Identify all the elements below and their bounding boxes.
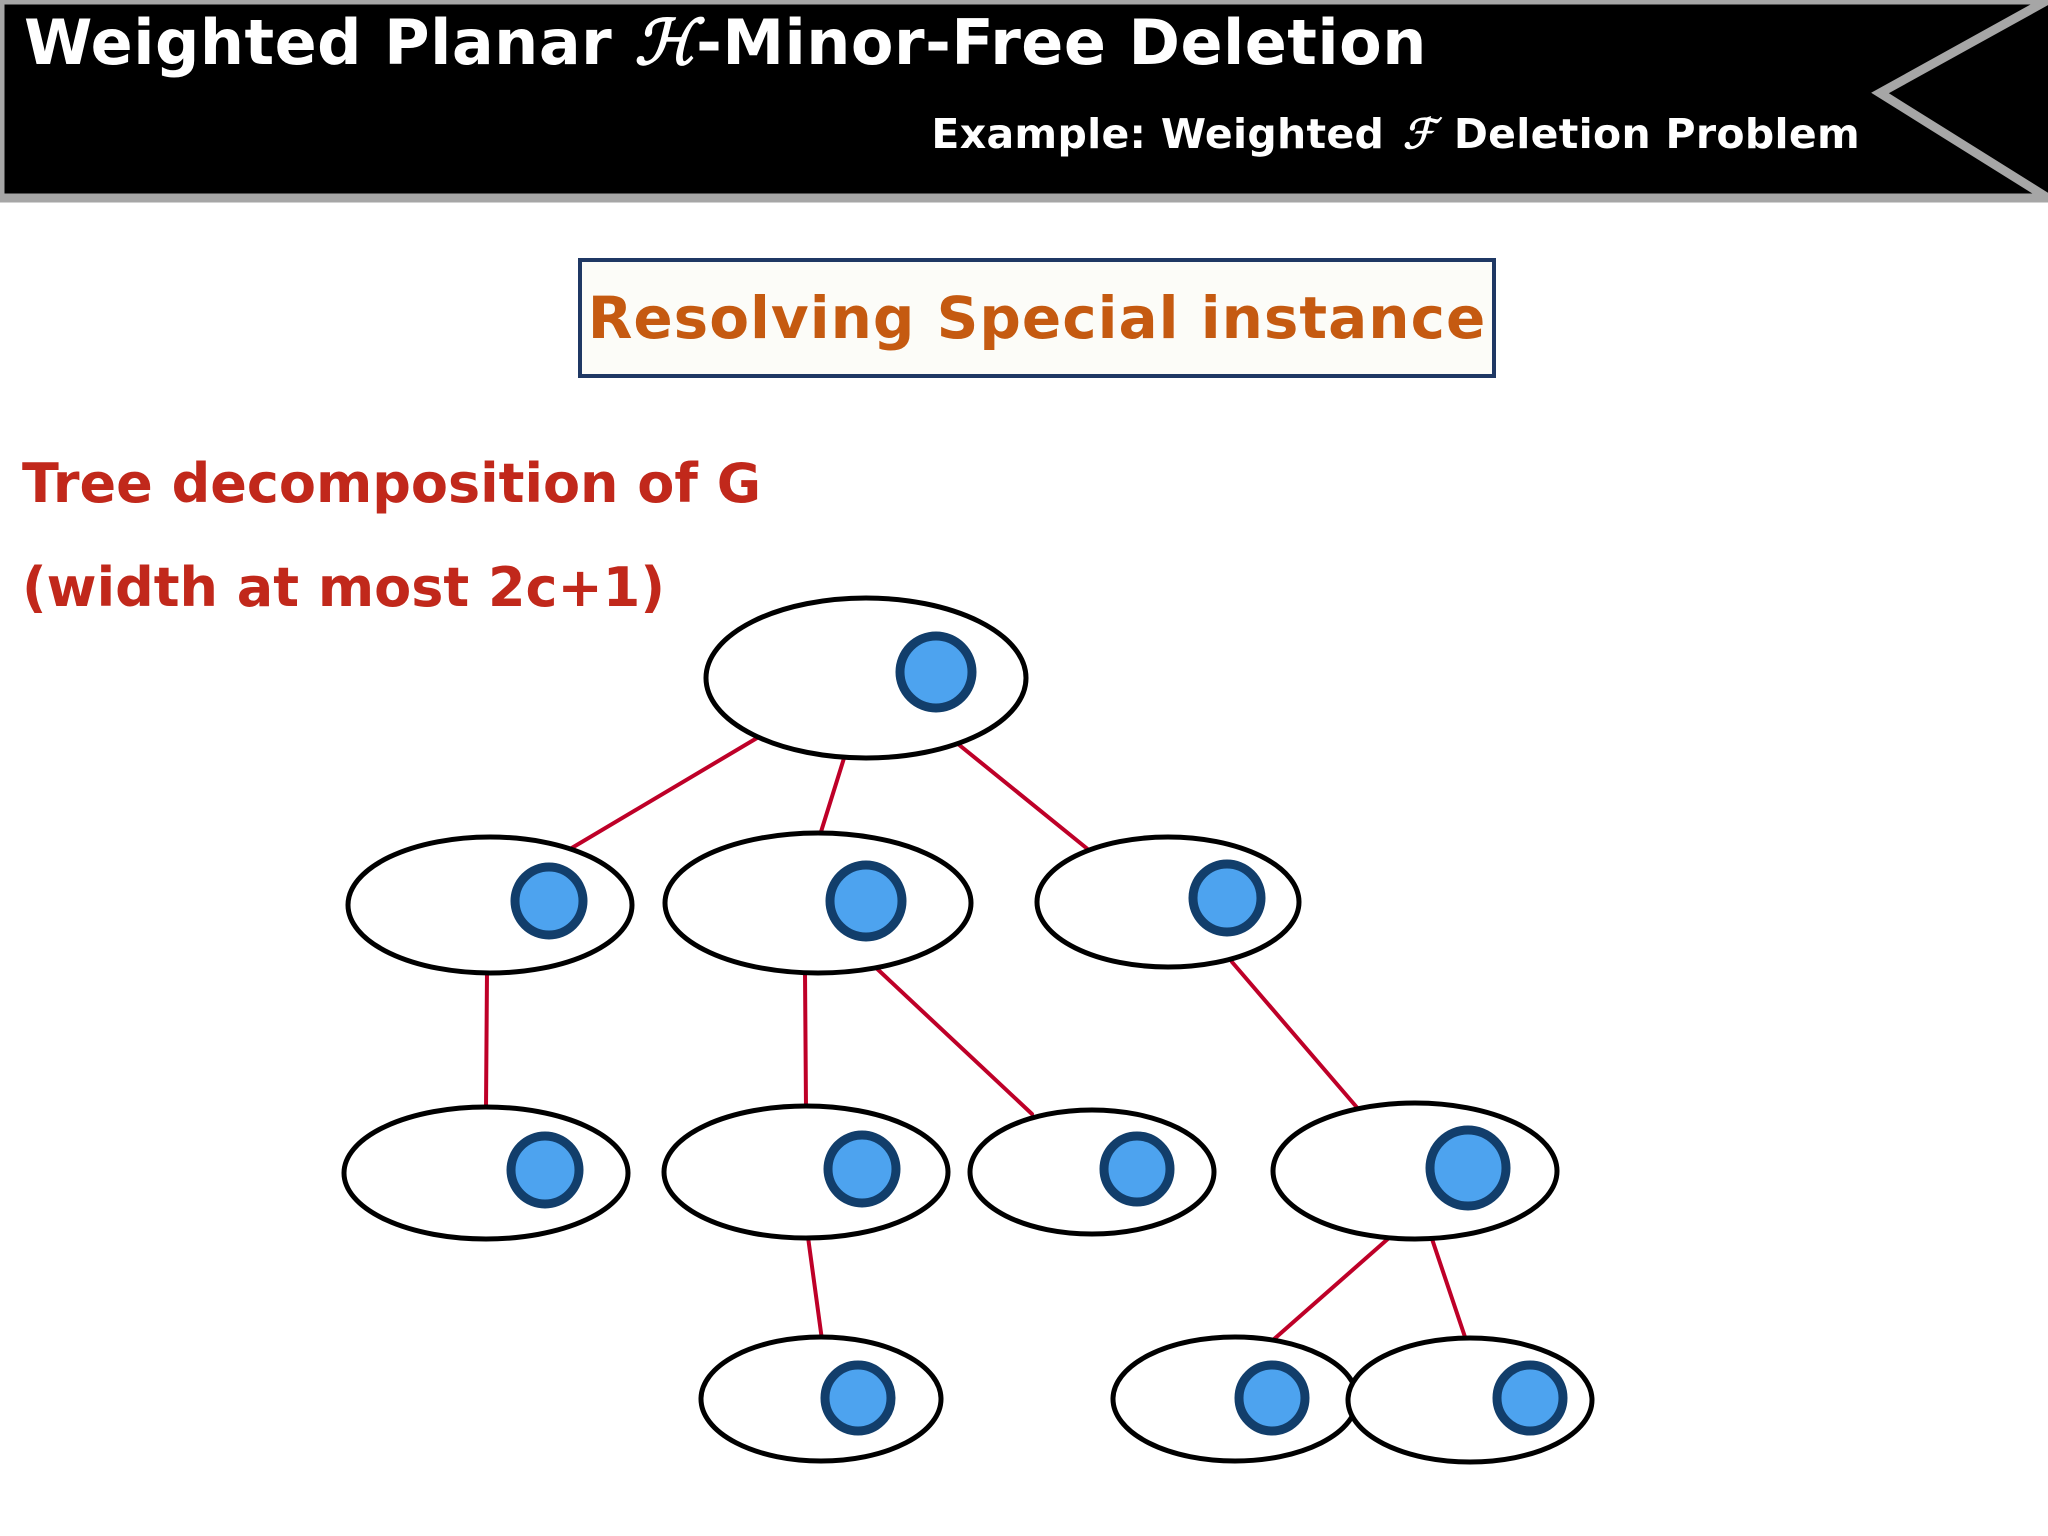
header-banner: Weighted Planar ℋ-Minor-Free Deletion Ex…: [0, 0, 2048, 203]
tree-edge-n1-n4: [484, 970, 489, 1110]
script-h-glyph: ℋ: [634, 6, 697, 79]
tree-edge-n5-n8: [806, 1235, 824, 1342]
bag-ellipse-n6: [967, 1107, 1217, 1237]
tree-node-bag-l2-c[interactable]: [967, 1107, 1217, 1237]
vertex-circle-n4: [506, 1131, 584, 1209]
page-title-prefix: Weighted Planar: [24, 6, 635, 79]
page-subtitle: Example: Weighted ℱ Deletion Problem: [931, 110, 1860, 158]
tree-node-bag-l3-b[interactable]: [1110, 1334, 1360, 1464]
page-title-suffix: -Minor-Free Deletion: [696, 6, 1427, 79]
bag-ellipse-n10: [1345, 1335, 1595, 1465]
section-title-box: Resolving Special instance: [578, 258, 1496, 378]
tree-node-bag-l1-a[interactable]: [345, 834, 635, 976]
bag-ellipse-n1: [345, 834, 635, 976]
tree-node-bag-l2-a[interactable]: [341, 1104, 631, 1242]
annotation-block: Tree decomposition of G (width at most 2…: [22, 432, 842, 640]
vertex-circle-n1: [510, 862, 588, 940]
tree-edge-n0-n1: [563, 736, 759, 854]
tree-edge-n0-n3: [956, 742, 1097, 857]
vertex-circle-n3: [1188, 859, 1266, 937]
page-subtitle-prefix: Example: Weighted: [931, 110, 1399, 158]
bag-ellipse-n9: [1110, 1334, 1360, 1464]
page-subtitle-suffix: Deletion Problem: [1439, 110, 1860, 158]
tree-node-bag-l2-d[interactable]: [1270, 1100, 1560, 1242]
vertex-circle-n6: [1099, 1131, 1175, 1207]
vertex-circle-n10: [1492, 1360, 1568, 1436]
bag-ellipse-n4: [341, 1104, 631, 1242]
tree-edge-n0-n2: [818, 753, 847, 837]
bag-ellipse-n5: [661, 1103, 951, 1241]
banner-shape-icon: [0, 0, 2048, 203]
tree-edge-n3-n7: [1230, 960, 1362, 1113]
vertex-circle-n2: [825, 860, 907, 942]
script-f-glyph: ℱ: [1402, 110, 1436, 158]
tree-node-bag-l2-b[interactable]: [661, 1103, 951, 1241]
tree-node-bag-l3-c[interactable]: [1345, 1335, 1595, 1465]
bag-ellipse-n8: [698, 1334, 944, 1464]
vertex-circle-n7: [1425, 1125, 1511, 1211]
tree-node-bag-l1-c[interactable]: [1034, 834, 1302, 970]
tree-edge-layer: [484, 736, 1468, 1342]
section-title-label: Resolving Special instance: [587, 284, 1487, 352]
bag-ellipse-n3: [1034, 834, 1302, 970]
vertex-circle-n9: [1234, 1360, 1310, 1436]
tree-edge-n2-n6: [870, 962, 1034, 1116]
tree-edge-n7-n10: [1428, 1231, 1468, 1342]
vertex-circle-n5: [823, 1130, 901, 1208]
bag-ellipse-n7: [1270, 1100, 1560, 1242]
tree-edge-n7-n9: [1271, 1228, 1400, 1342]
annotation-line-2: (width at most 2c+1): [22, 556, 666, 619]
tree-node-layer: [341, 595, 1595, 1465]
bag-ellipse-n2: [662, 830, 974, 976]
page-title: Weighted Planar ℋ-Minor-Free Deletion: [24, 6, 1427, 79]
tree-node-bag-l3-a[interactable]: [698, 1334, 944, 1464]
vertex-circle-n8: [820, 1360, 896, 1436]
tree-node-bag-l1-b[interactable]: [662, 830, 974, 976]
tree-edge-n2-n5: [803, 970, 808, 1110]
vertex-circle-n0: [895, 631, 977, 713]
annotation-line-1: Tree decomposition of G: [22, 452, 762, 515]
